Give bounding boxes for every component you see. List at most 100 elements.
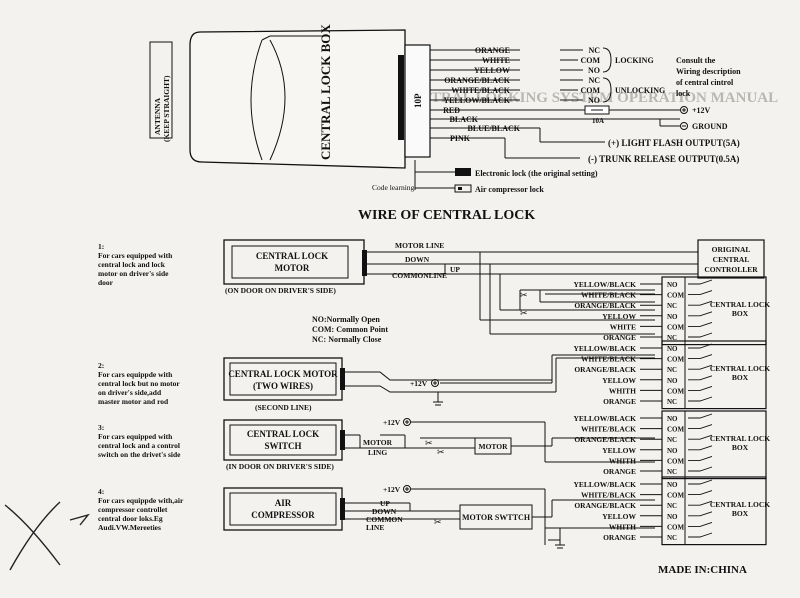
terminal-label: NC [667, 334, 677, 342]
wire-label: YELLOW [474, 66, 510, 75]
svg-text:SWITCH: SWITCH [264, 441, 301, 451]
section-4: 4: For cars equippde with,air compressor… [98, 485, 655, 549]
top-wire-leads [430, 49, 540, 139]
legend: NO:Normally Open COM: Common Point NC: N… [312, 315, 388, 344]
svg-text:lock: lock [676, 89, 691, 98]
svg-text:on driver's side,add: on driver's side,add [98, 388, 162, 397]
terminal-label: COM [667, 426, 685, 434]
terminal-label: NC [588, 46, 600, 55]
terminal-label: COM [667, 292, 685, 300]
svg-text:COMPRESSOR: COMPRESSOR [251, 510, 315, 520]
svg-text:CENTRAL: CENTRAL [713, 255, 750, 264]
relay-contact [688, 321, 713, 327]
svg-text:COM: Common Point: COM: Common Point [312, 325, 388, 334]
central-lock-box-relay [661, 410, 767, 480]
terminal-label: COM [667, 492, 685, 500]
svg-text:COMMON: COMMON [366, 515, 403, 524]
electronic-lock-switch [455, 168, 471, 176]
wire-label: WHITE/BLACK [581, 291, 636, 300]
svg-text:central lock but no motor: central lock but no motor [98, 379, 180, 388]
wire-label: ORANGE [603, 467, 636, 476]
svg-text:+12V: +12V [383, 418, 401, 427]
plus-12v-label: +12V [692, 106, 711, 115]
fuse-label: 10A [592, 117, 604, 125]
wire-label: YELLOW [602, 376, 636, 385]
terminal-label: NO [588, 66, 600, 75]
wire-label: BLACK [450, 115, 479, 124]
svg-text:central lock and lock: central lock and lock [98, 260, 166, 269]
svg-text:UP: UP [380, 499, 390, 508]
relay-contact [688, 364, 713, 370]
code-learning-label: Code learning [372, 183, 415, 192]
svg-text:ORIGINAL: ORIGINAL [712, 245, 751, 254]
terminal-label: NO [667, 513, 678, 521]
wire-label: WHITE [610, 322, 636, 331]
wire-label: WHITH [609, 522, 636, 531]
svg-text:central door loks.Eg: central door loks.Eg [98, 514, 163, 523]
svg-text:switch on the drivet's side: switch on the drivet's side [98, 450, 181, 459]
made-in-label: MADE IN:CHINA [658, 564, 747, 576]
relay-contact [688, 354, 713, 360]
relay-contact [688, 521, 713, 527]
top-section: ANTENNA (KEEP STRAIGHT) CENTRAL LOCK BOX… [149, 24, 741, 194]
svg-text:+12V: +12V [410, 379, 428, 388]
air-lock-switch [454, 184, 472, 193]
svg-text:AIR: AIR [275, 498, 292, 508]
relay-contact [688, 532, 713, 538]
central-lock-box-label: CENTRAL LOCK BOX [318, 24, 333, 160]
wire-label: YELLOW/BLACK [573, 480, 636, 489]
relay-contact [688, 466, 713, 472]
svg-text:3:: 3: [98, 423, 104, 432]
terminal-label: COM [667, 457, 685, 465]
svg-text:CENTRAL LOCK: CENTRAL LOCK [256, 251, 328, 261]
central-lock-box-relay [661, 276, 767, 346]
terminal-label: NC [667, 436, 677, 444]
svg-text:LING: LING [368, 448, 387, 457]
svg-text:DOWN: DOWN [405, 255, 430, 264]
relay-contact [688, 332, 713, 338]
air-lock-label: Air compressor lock [475, 185, 544, 194]
relay-contact [688, 375, 713, 381]
relay-contact [688, 500, 713, 506]
svg-text:✂: ✂ [520, 290, 528, 300]
unlocking-label: UNLOCKING [615, 86, 665, 95]
central-lock-box-relay [661, 340, 767, 410]
wire-label: BLUE/BLACK [468, 124, 521, 133]
relay-contact [688, 413, 713, 419]
terminal-label: COM [580, 56, 600, 65]
svg-text:2:: 2: [98, 361, 104, 370]
terminal-label: NC [667, 302, 677, 310]
terminal-label: NO [667, 313, 678, 321]
svg-text:(TWO WIRES): (TWO WIRES) [253, 381, 313, 391]
wire-label: YELLOW [602, 512, 636, 521]
terminal-label: COM [580, 86, 600, 95]
svg-text:compressor controllet: compressor controllet [98, 505, 168, 514]
svg-text:4:: 4: [98, 487, 104, 496]
antenna [149, 41, 173, 139]
relay-contact [688, 434, 713, 440]
terminal-label: COM [667, 356, 685, 364]
wire-label: ORANGE [603, 333, 636, 342]
ground-label: GROUND [692, 122, 728, 131]
svg-text:MOTOR: MOTOR [363, 438, 393, 447]
svg-text:✂: ✂ [425, 438, 433, 448]
wire-label: ORANGE/BLACK [574, 301, 636, 310]
wire-label: ORANGE [603, 533, 636, 542]
wire-label: ORANGE/BLACK [444, 76, 511, 85]
motor-label: MOTOR [478, 442, 508, 451]
central-lock-motor-box [223, 239, 365, 285]
relay-contact [688, 445, 713, 451]
svg-text:NO:Normally Open: NO:Normally Open [312, 315, 380, 324]
terminal-label: NO [588, 96, 600, 105]
wire-label: WHITH [609, 456, 636, 465]
svg-text:✂: ✂ [434, 517, 442, 527]
relay-contact [688, 300, 713, 306]
svg-text:motor on driver's side: motor on driver's side [98, 269, 169, 278]
terminal-label: NO [667, 345, 678, 353]
relay-contact [688, 396, 713, 402]
locking-terminals: NC COM NO NC COM NO [580, 46, 600, 105]
